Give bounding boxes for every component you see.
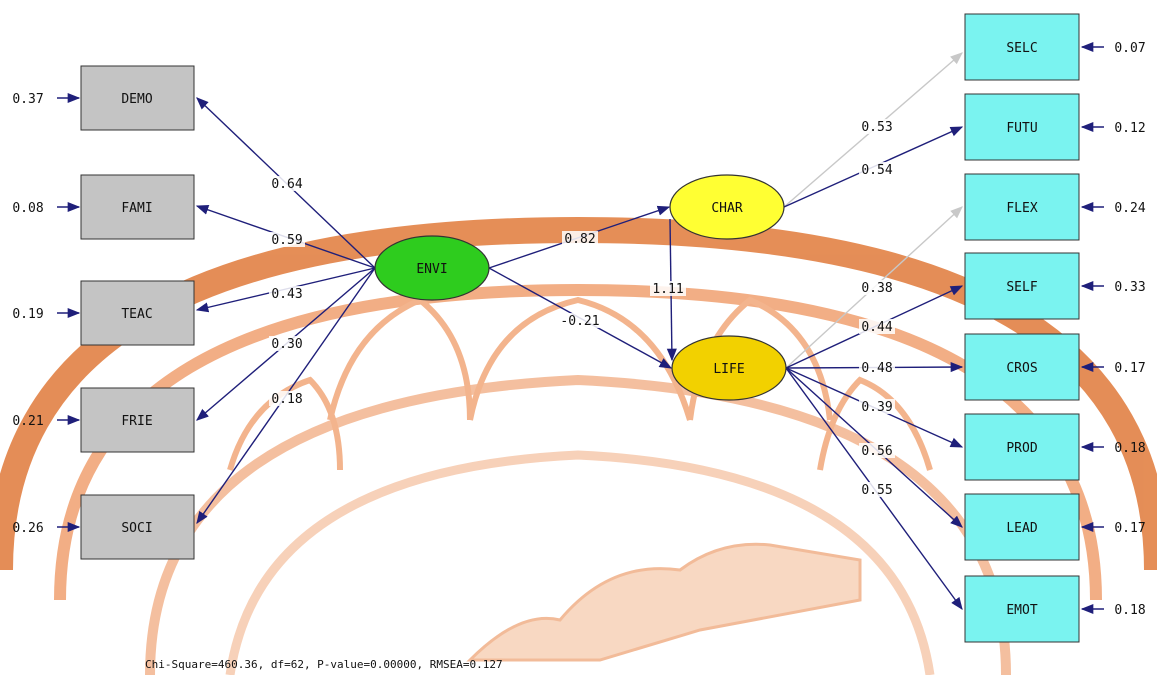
loading-prod: 0.39 [861,400,892,415]
loading-demo-bg [269,176,305,191]
indicator-flex [964,173,1080,241]
indicator-self [964,252,1080,320]
loading-futu-bg [859,162,895,177]
indicator-demo-label: DEMO [121,92,152,107]
indicator-demo [80,65,195,131]
loading-prod-bg [859,399,895,414]
loading-fami-bg [269,232,305,247]
loading-cros-bg [859,360,895,375]
loading-self: 0.44 [861,320,892,335]
error-selc: 0.07 [1114,41,1145,56]
indicator-frie-label: FRIE [121,414,152,429]
loading-selc: 0.53 [861,120,892,135]
indicator-flex-label: FLEX [1006,201,1037,216]
loading-flex: 0.38 [861,281,892,296]
error-emot: 0.18 [1114,603,1145,618]
error-lead: 0.17 [1114,521,1145,536]
error-frie: 0.21 [12,414,43,429]
loading-lead: 0.56 [861,444,892,459]
indicator-emot-label: EMOT [1006,603,1037,618]
path-envi-char-bg [562,231,598,246]
error-cros: 0.17 [1114,361,1145,376]
loading-emot-bg [859,482,895,497]
loading-teac: 0.43 [271,287,302,302]
error-futu: 0.12 [1114,121,1145,136]
loading-cros: 0.48 [861,361,892,376]
error-self: 0.33 [1114,280,1145,295]
indicator-lead-label: LEAD [1006,521,1037,536]
path-envi-char: 0.82 [564,232,595,247]
latent-char-label: CHAR [711,201,742,216]
indicator-frie [80,387,195,453]
indicator-soci [80,494,195,560]
indicator-fami [80,174,195,240]
indicator-fami-label: FAMI [121,201,152,216]
latent-life [671,335,787,401]
loading-frie: 0.30 [271,337,302,352]
path-envi-life: -0.21 [560,314,599,329]
loading-fami: 0.59 [271,233,302,248]
indicator-futu [964,93,1080,161]
indicator-prod [964,413,1080,481]
latent-char [669,174,785,240]
error-teac: 0.19 [12,307,43,322]
loading-self-bg [859,319,895,334]
loading-soci: 0.18 [271,392,302,407]
indicator-soci-label: SOCI [121,521,152,536]
loading-teac-bg [269,286,305,301]
latent-envi-label: ENVI [416,262,447,277]
loading-flex-bg [859,280,895,295]
error-flex: 0.24 [1114,201,1145,216]
error-soci: 0.26 [12,521,43,536]
indicator-emot [964,575,1080,643]
indicator-cros [964,333,1080,401]
indicator-teac [80,280,195,346]
fit-statistics: Chi-Square=460.36, df=62, P-value=0.0000… [145,658,503,671]
indicator-prod-label: PROD [1006,441,1037,456]
indicator-teac-label: TEAC [121,307,152,322]
error-prod: 0.18 [1114,441,1145,456]
latent-life-label: LIFE [713,362,744,377]
loading-lead-bg [859,443,895,458]
path-envi-life-bg [558,313,602,328]
indicator-futu-label: FUTU [1006,121,1037,136]
loading-demo: 0.64 [271,177,302,192]
indicator-lead [964,493,1080,561]
indicator-selc-label: SELC [1006,41,1037,56]
loading-emot: 0.55 [861,483,892,498]
loading-soci-bg [269,391,305,406]
indicator-selc [964,13,1080,81]
latent-envi [374,235,490,301]
error-demo: 0.37 [12,92,43,107]
loading-frie-bg [269,336,305,351]
loading-selc-bg [859,119,895,134]
indicator-cros-label: CROS [1006,361,1037,376]
path-char-life-bg [650,281,686,296]
loading-futu: 0.54 [861,163,892,178]
error-fami: 0.08 [12,201,43,216]
path-char-life: 1.11 [652,282,683,297]
indicator-self-label: SELF [1006,280,1037,295]
